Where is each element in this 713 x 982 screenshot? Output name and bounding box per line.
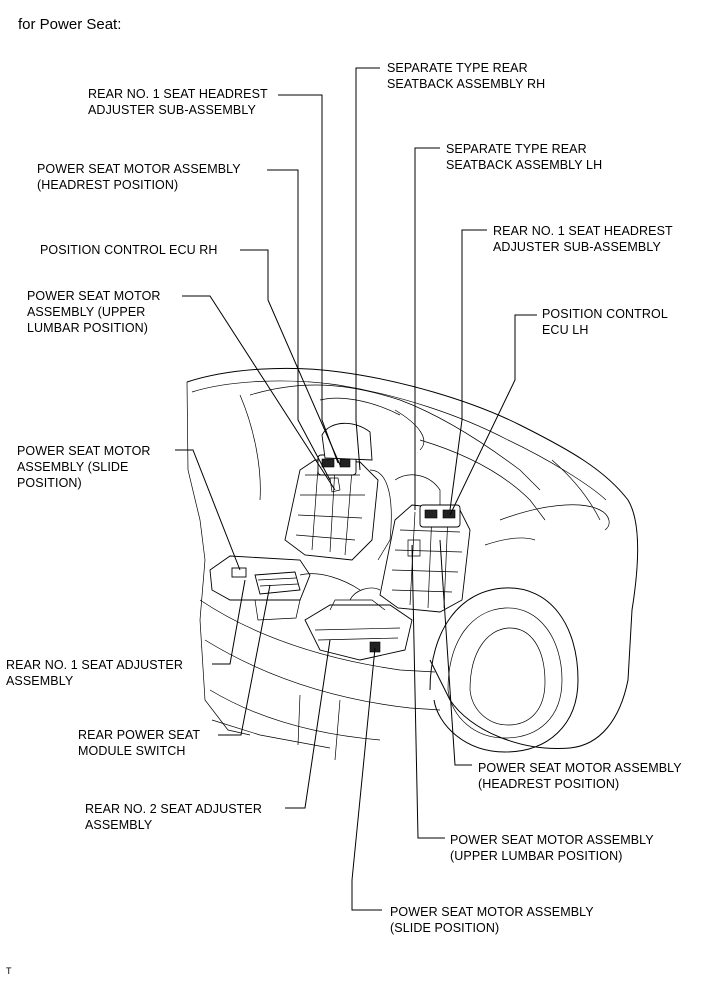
label-motor-slide-left: POWER SEAT MOTOR ASSEMBLY (SLIDE POSITIO… [17, 444, 151, 490]
rear-cushion-lh [304, 587, 413, 661]
label-rear-headrest-adjuster-right: REAR NO. 1 SEAT HEADREST ADJUSTER SUB-AS… [493, 224, 673, 254]
diagram-heading: for Power Seat: [18, 16, 122, 33]
label-rear-power-seat-switch: REAR POWER SEAT MODULE SWITCH [78, 728, 201, 758]
rear-seat-lh [379, 474, 471, 613]
label-motor-upper-lumbar-left: POWER SEAT MOTOR ASSEMBLY (UPPER LUMBAR … [27, 289, 161, 335]
label-rear-seat-adjuster-1: REAR NO. 1 SEAT ADJUSTER ASSEMBLY [6, 658, 183, 688]
leader-lines [175, 67, 537, 911]
footnote-mark: T [6, 966, 12, 976]
label-motor-slide-right: POWER SEAT MOTOR ASSEMBLY (SLIDE POSITIO… [390, 905, 594, 935]
label-rear-seat-adjuster-2: REAR NO. 2 SEAT ADJUSTER ASSEMBLY [85, 802, 262, 832]
rear-seat-rh [284, 422, 392, 561]
label-position-ecu-lh: POSITION CONTROL ECU LH [542, 307, 668, 337]
label-motor-upper-lumbar-right: POWER SEAT MOTOR ASSEMBLY (UPPER LUMBAR … [450, 833, 654, 863]
label-position-ecu-rh: POSITION CONTROL ECU RH [40, 243, 218, 257]
car-body-outline [186, 367, 639, 761]
label-separate-rear-seatback-rh: SEPARATE TYPE REAR SEATBACK ASSEMBLY RH [387, 61, 546, 91]
label-rear-headrest-adjuster-left: REAR NO. 1 SEAT HEADREST ADJUSTER SUB-AS… [88, 87, 268, 117]
label-separate-rear-seatback-lh: SEPARATE TYPE REAR SEATBACK ASSEMBLY LH [446, 142, 603, 172]
label-motor-headrest-left: POWER SEAT MOTOR ASSEMBLY (HEADREST POSI… [37, 162, 241, 192]
rear-cushion-rh [209, 555, 361, 621]
label-motor-headrest-right: POWER SEAT MOTOR ASSEMBLY (HEADREST POSI… [478, 761, 682, 791]
